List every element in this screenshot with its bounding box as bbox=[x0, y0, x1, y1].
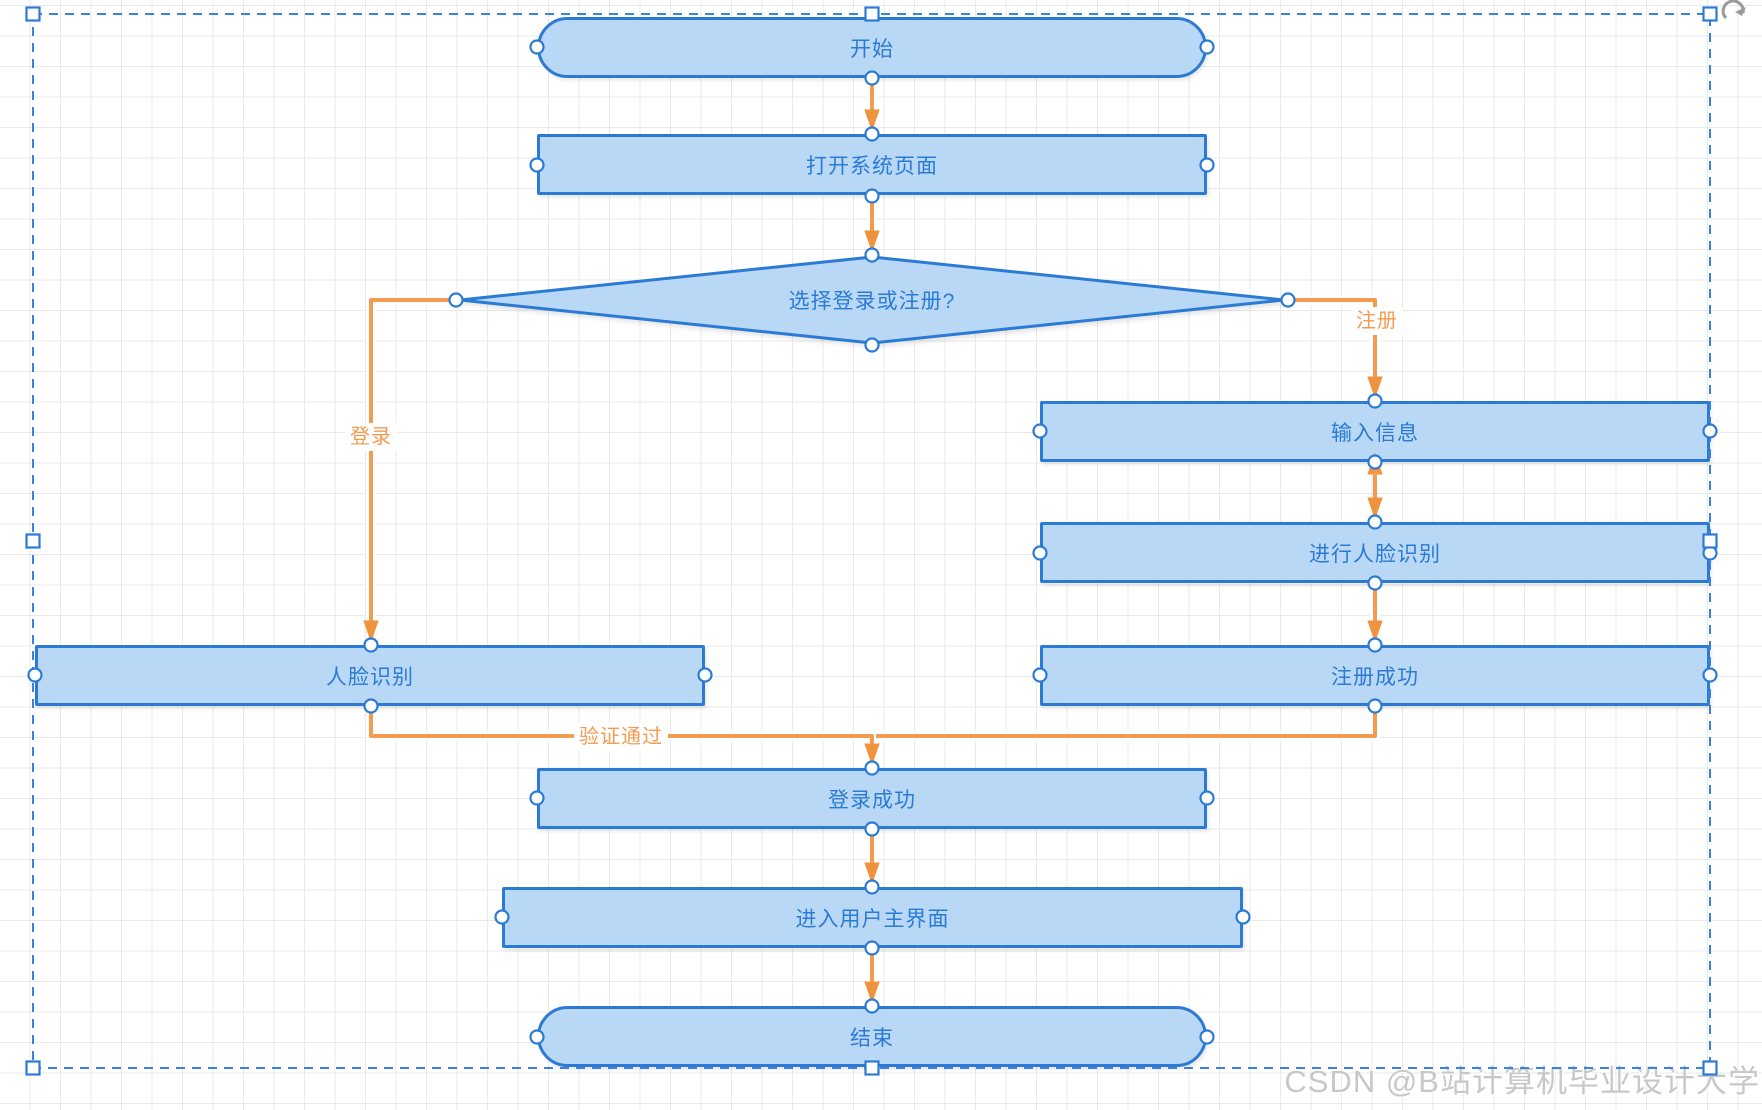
rotate-handle-icon[interactable] bbox=[1720, 0, 1750, 24]
resize-handle-bottom-center[interactable] bbox=[864, 1060, 880, 1076]
resize-handle-top-right[interactable] bbox=[1702, 6, 1718, 22]
connection-point[interactable] bbox=[1367, 637, 1383, 653]
connection-point[interactable] bbox=[529, 39, 545, 55]
connection-point[interactable] bbox=[864, 188, 880, 204]
node-input-info-label: 输入信息 bbox=[1331, 421, 1419, 445]
connection-point[interactable] bbox=[864, 70, 880, 86]
node-start-label: 开始 bbox=[850, 37, 894, 61]
edge-label-verified[interactable]: 验证通过 bbox=[574, 723, 668, 751]
connection-point[interactable] bbox=[864, 998, 880, 1014]
edge-layer bbox=[371, 78, 1375, 1000]
node-login-success-label: 登录成功 bbox=[828, 788, 916, 812]
node-choose-label: 选择登录或注册? bbox=[788, 290, 956, 313]
connection-point[interactable] bbox=[864, 247, 880, 263]
watermark: CSDN @B站计算机毕业设计大学 bbox=[1284, 1064, 1760, 1099]
connection-point[interactable] bbox=[864, 760, 880, 776]
resize-handle-bottom-left[interactable] bbox=[25, 1060, 41, 1076]
node-enter-main-ui-label: 进入用户主界面 bbox=[795, 907, 950, 931]
connection-point[interactable] bbox=[1367, 575, 1383, 591]
edge-label-login[interactable]: 登录 bbox=[345, 423, 397, 451]
node-face-recognition-label: 人脸识别 bbox=[326, 665, 414, 689]
connection-point[interactable] bbox=[864, 879, 880, 895]
connection-point[interactable] bbox=[1199, 1029, 1215, 1045]
connection-point[interactable] bbox=[494, 909, 510, 925]
node-do-face-recognition-label: 进行人脸识别 bbox=[1309, 542, 1441, 566]
edge-register-success-to-junction[interactable] bbox=[876, 706, 1377, 738]
connection-point[interactable] bbox=[1032, 545, 1048, 561]
connection-point[interactable] bbox=[529, 1029, 545, 1045]
connection-point[interactable] bbox=[529, 157, 545, 173]
resize-handle-layer bbox=[25, 6, 1718, 1076]
connection-point[interactable] bbox=[1280, 292, 1296, 308]
connection-point[interactable] bbox=[1367, 514, 1383, 530]
connection-point[interactable] bbox=[1367, 698, 1383, 714]
node-open-page-label: 打开系统页面 bbox=[806, 154, 938, 178]
node-register-success-label: 注册成功 bbox=[1331, 665, 1419, 689]
connection-point[interactable] bbox=[864, 940, 880, 956]
connection-point[interactable] bbox=[864, 126, 880, 142]
connection-point-layer bbox=[27, 39, 1718, 1045]
selection-bounding-box bbox=[32, 13, 1711, 1069]
edge-choose-to-input-info[interactable] bbox=[1288, 298, 1375, 395]
resize-handle-middle-right[interactable] bbox=[1702, 533, 1718, 549]
resize-handle-top-center[interactable] bbox=[864, 6, 880, 22]
connection-point[interactable] bbox=[1367, 454, 1383, 470]
node-do-face-recognition[interactable]: 进行人脸识别 bbox=[1040, 522, 1710, 583]
connection-point[interactable] bbox=[697, 667, 713, 683]
connection-point[interactable] bbox=[1235, 909, 1251, 925]
connection-point[interactable] bbox=[529, 790, 545, 806]
connection-point[interactable] bbox=[864, 337, 880, 353]
resize-handle-top-left[interactable] bbox=[25, 6, 41, 22]
connection-point[interactable] bbox=[363, 698, 379, 714]
connection-point[interactable] bbox=[1199, 157, 1215, 173]
node-end-label: 结束 bbox=[850, 1026, 894, 1050]
node-choose-decision[interactable]: 选择登录或注册? bbox=[456, 255, 1288, 345]
connection-point[interactable] bbox=[864, 821, 880, 837]
resize-handle-bottom-right[interactable] bbox=[1702, 1060, 1718, 1076]
connection-point[interactable] bbox=[1702, 423, 1718, 439]
edge-choose-to-face-recognition[interactable] bbox=[371, 298, 456, 639]
resize-handle-middle-left[interactable] bbox=[25, 533, 41, 549]
connection-point[interactable] bbox=[1702, 667, 1718, 683]
connection-point[interactable] bbox=[448, 292, 464, 308]
connection-point[interactable] bbox=[1199, 39, 1215, 55]
connection-point[interactable] bbox=[363, 637, 379, 653]
connection-point[interactable] bbox=[1032, 423, 1048, 439]
edge-label-register[interactable]: 注册 bbox=[1351, 307, 1403, 335]
connection-point[interactable] bbox=[27, 667, 43, 683]
connection-point[interactable] bbox=[1199, 790, 1215, 806]
connection-point[interactable] bbox=[1367, 393, 1383, 409]
connection-point[interactable] bbox=[1032, 667, 1048, 683]
